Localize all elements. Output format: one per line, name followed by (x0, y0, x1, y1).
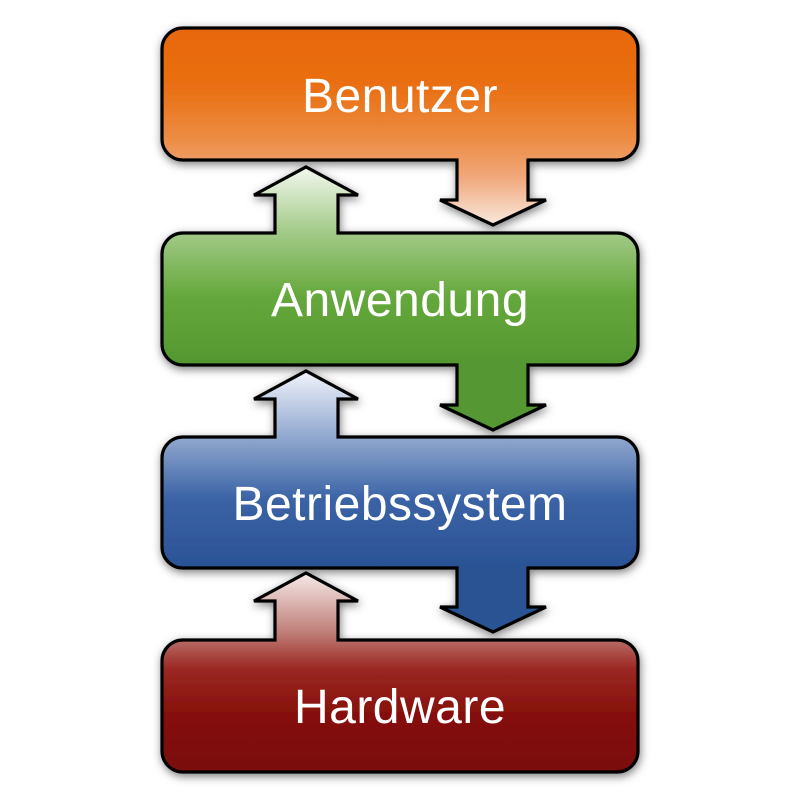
hardware-label: Hardware (294, 681, 506, 734)
layer-hardware: Hardware (160, 571, 640, 774)
layer-benutzer: Benutzer (160, 26, 640, 227)
betriebssystem-label: Betriebssystem (232, 478, 567, 531)
benutzer-label: Benutzer (302, 70, 498, 123)
anwendung-label: Anwendung (271, 274, 529, 327)
benutzer-box-with-down-arrow (160, 26, 640, 227)
hardware-box-with-up-arrow (160, 571, 640, 774)
betriebssystem-box-with-up-and-down-arrows (160, 369, 640, 634)
anwendung-box-with-up-and-down-arrows (160, 165, 640, 432)
layer-anwendung: Anwendung (160, 165, 640, 432)
layer-betriebssystem: Betriebssystem (160, 369, 640, 634)
